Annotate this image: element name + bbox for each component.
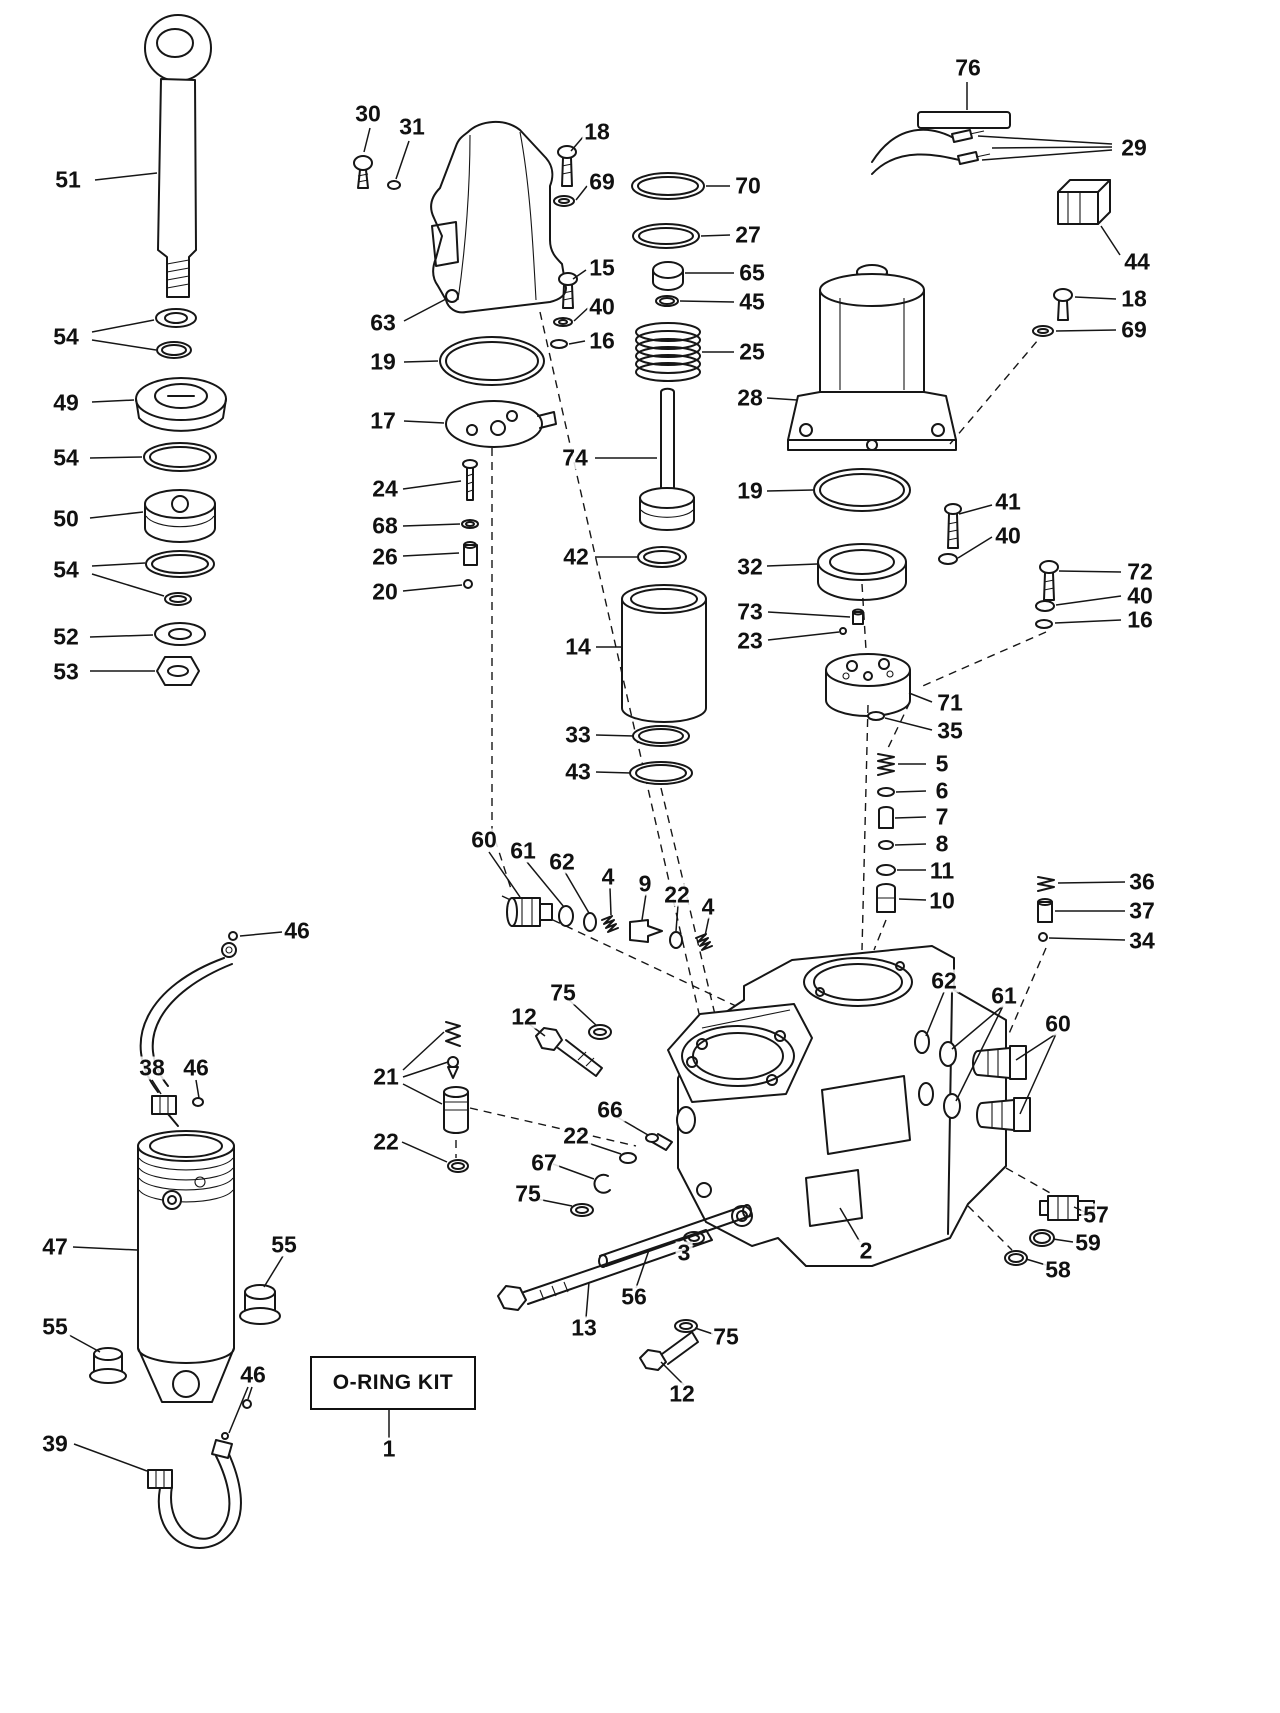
part-fitting-57-group — [1004, 1195, 1095, 1266]
part-manifold-body-2 — [667, 945, 1007, 1267]
part-pump-head-group — [813, 468, 1059, 942]
part-long-bolts-group — [497, 1204, 752, 1371]
part-trim-cylinder-47 — [89, 931, 281, 1549]
part-reservoir-cover-63 — [430, 121, 567, 448]
part-pump-seal-stack — [621, 172, 707, 785]
part-small-fasteners-left — [353, 145, 578, 589]
part-left-valve-row — [506, 897, 713, 951]
part-lower-left-fasteners — [443, 1021, 705, 1245]
leader-lines — [68, 82, 1126, 1472]
o-ring-kit-label: O-RING KIT — [332, 1371, 454, 1394]
part-cap-and-seal-stack — [135, 308, 227, 686]
part-right-plugs-group — [914, 1030, 1031, 1132]
part-electric-motor-28 — [787, 111, 1111, 451]
o-ring-kit-box: O-RING KIT — [310, 1356, 476, 1410]
part-tilt-rod-51 — [144, 14, 212, 298]
